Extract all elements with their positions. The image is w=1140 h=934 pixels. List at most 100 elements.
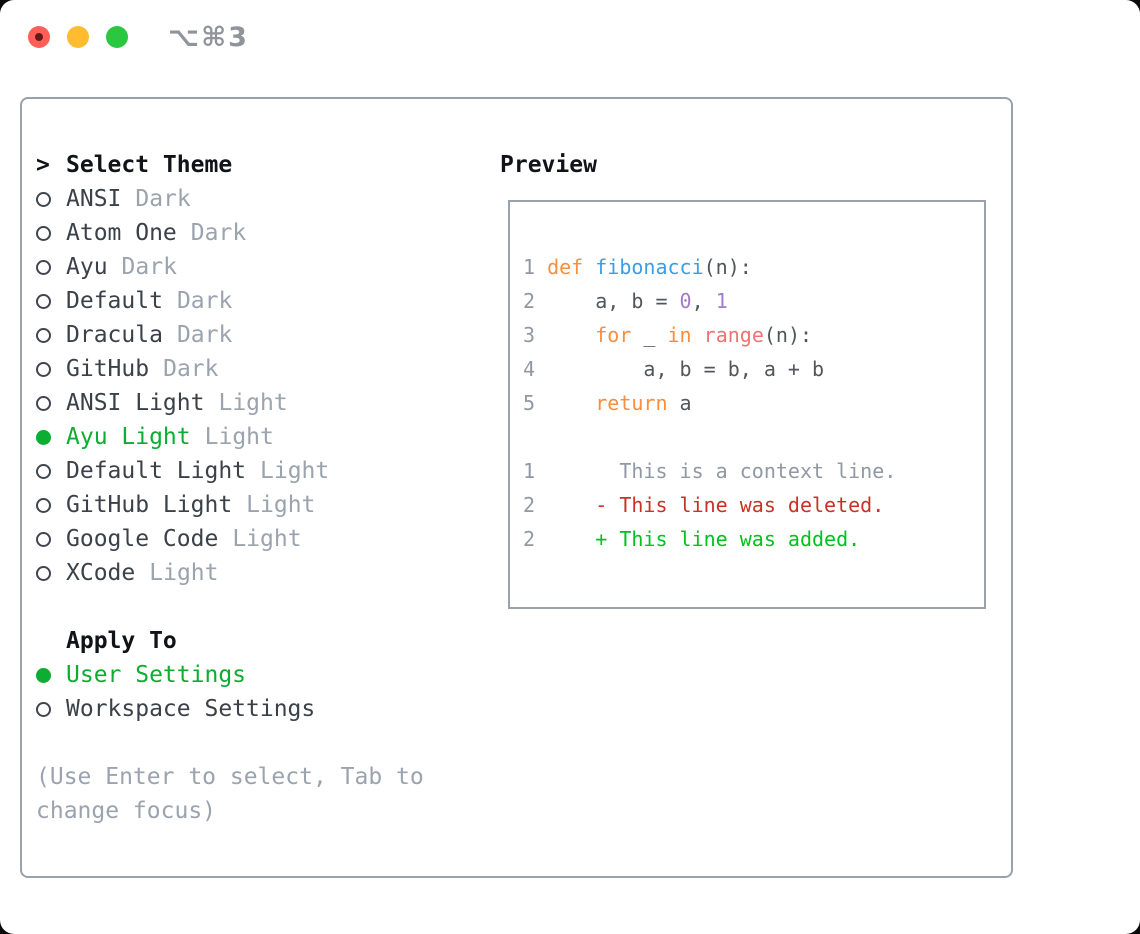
code-token: This is a context line.	[535, 459, 897, 483]
radio-icon	[36, 361, 51, 377]
theme-variant-tag: Light	[149, 560, 219, 586]
theme-variant-tag: Dark	[163, 356, 219, 382]
radio-icon	[36, 293, 51, 309]
preview-line: 4 a, b = b, a + b	[523, 352, 984, 386]
code-token: ,	[691, 289, 716, 313]
line-number: 3	[523, 323, 548, 347]
apply-to-title: Apply To	[66, 628, 177, 654]
radio-selected-icon	[36, 429, 51, 445]
theme-variant-tag: Light	[232, 526, 302, 552]
preview-line: 2 + This line was added.	[523, 522, 984, 556]
code-token: _	[631, 323, 668, 347]
code-token: in	[667, 323, 692, 347]
preview-line: 2 - This line was deleted.	[523, 488, 984, 522]
theme-variant-tag: Light	[246, 492, 316, 518]
theme-option-label: Ayu Light	[66, 424, 191, 450]
code-token: range	[703, 323, 764, 347]
preview-blank-line	[523, 420, 984, 454]
radio-icon	[36, 327, 51, 343]
theme-option-xcode[interactable]: XCode Light	[36, 556, 466, 590]
radio-selected-icon	[36, 667, 51, 683]
theme-variant-tag: Light	[204, 424, 274, 450]
theme-variant-tag: Dark	[121, 254, 177, 280]
zoom-button[interactable]	[106, 26, 128, 48]
radio-icon	[36, 565, 51, 581]
preview-line: 1 This is a context line.	[523, 454, 984, 488]
theme-option-ayu[interactable]: Ayu Dark	[36, 250, 466, 284]
radio-icon	[36, 225, 51, 241]
preview-line: 3 for _ in range(n):	[523, 318, 984, 352]
code-token: a, b =	[547, 289, 680, 313]
code-token	[692, 323, 704, 347]
radio-icon	[36, 701, 51, 717]
theme-select-title: Select Theme	[66, 152, 233, 178]
preview-line: 5 return a	[523, 386, 984, 420]
window-titlebar: ⌥⌘3	[0, 0, 1140, 74]
code-token: (n):	[763, 323, 813, 347]
help-text: (Use Enter to select, Tab to change focu…	[36, 764, 424, 824]
line-number: 1	[523, 255, 548, 279]
code-token: a, b = b, a + b	[547, 357, 825, 381]
code-token	[583, 255, 595, 279]
code-token: fibonacci	[595, 255, 704, 279]
apply-option-user-settings[interactable]: User Settings	[36, 658, 466, 692]
radio-icon	[36, 191, 51, 207]
theme-option-default-light[interactable]: Default Light Light	[36, 454, 466, 488]
code-token: 1	[715, 289, 728, 313]
theme-variant-tag: Light	[260, 458, 330, 484]
code-token: + This line was added.	[535, 527, 861, 551]
apply-option-workspace-settings[interactable]: Workspace Settings	[36, 692, 466, 726]
preview-pane: Preview 1 def fibonacci(n): 2 a, b = 0, 1…	[500, 148, 1000, 609]
code-token	[547, 323, 595, 347]
theme-option-label: Default Light	[66, 458, 247, 484]
code-token: for	[595, 323, 632, 347]
theme-option-label: XCode	[66, 560, 136, 586]
line-number: 5	[523, 391, 548, 415]
preview-header: Preview	[500, 148, 1000, 182]
apply-option-label: Workspace Settings	[66, 696, 316, 722]
theme-option-github[interactable]: GitHub Dark	[36, 352, 466, 386]
code-token: 0	[679, 289, 692, 313]
minimize-button[interactable]	[67, 26, 89, 48]
theme-variant-tag: Dark	[135, 186, 191, 212]
preview-line: 1 def fibonacci(n):	[523, 250, 984, 284]
radio-icon	[36, 497, 51, 513]
line-number: 1	[523, 459, 536, 483]
theme-option-github-light[interactable]: GitHub Light Light	[36, 488, 466, 522]
theme-option-label: GitHub Light	[66, 492, 233, 518]
theme-option-ansi[interactable]: ANSI Dark	[36, 182, 466, 216]
code-token: (n):	[703, 255, 752, 279]
theme-option-label: Ayu	[66, 254, 108, 280]
theme-option-label: Dracula	[66, 322, 163, 348]
line-number: 2	[523, 289, 548, 313]
close-button[interactable]	[28, 26, 50, 48]
code-token: return	[595, 391, 668, 415]
theme-option-label: ANSI	[66, 186, 122, 212]
line-number: 2	[523, 493, 536, 517]
theme-variant-tag: Dark	[176, 288, 233, 314]
code-token	[547, 391, 595, 415]
theme-option-google-code[interactable]: Google Code Light	[36, 522, 466, 556]
theme-option-ayu-light[interactable]: Ayu Light Light	[36, 420, 466, 454]
theme-option-label: Google Code	[66, 526, 219, 552]
theme-variant-tag: Dark	[190, 220, 247, 246]
radio-icon	[36, 531, 51, 547]
radio-icon	[36, 463, 51, 479]
line-number: 2	[523, 527, 536, 551]
code-token: - This line was deleted.	[535, 493, 885, 517]
theme-select-header: >Select Theme	[36, 148, 466, 182]
theme-option-label: Default	[66, 288, 163, 314]
radio-icon	[36, 395, 51, 411]
window-title: ⌥⌘3	[168, 22, 249, 53]
line-number: 4	[523, 357, 548, 381]
theme-option-default[interactable]: Default Dark	[36, 284, 466, 318]
apply-option-label: User Settings	[66, 662, 247, 688]
code-token: a	[667, 391, 692, 415]
theme-option-label: GitHub	[66, 356, 150, 382]
